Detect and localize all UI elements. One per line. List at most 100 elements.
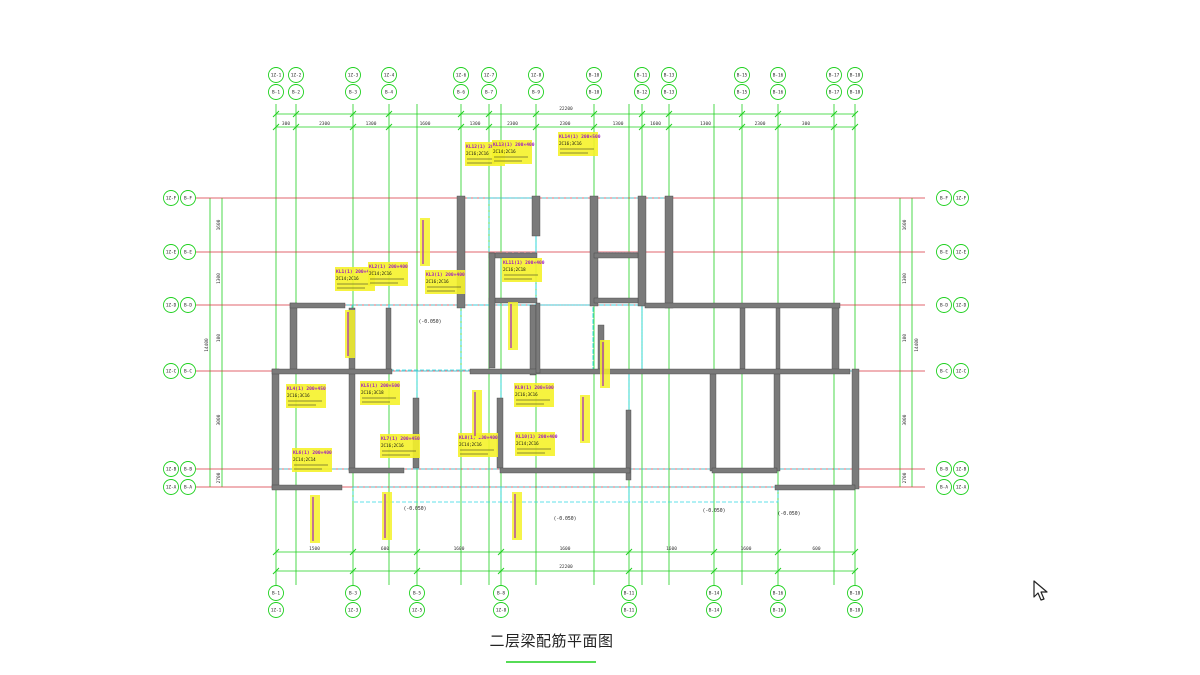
beam-tag-label: KL5(1) 200×500 (361, 383, 400, 389)
axis-bubble-label: B-4 (385, 90, 393, 96)
dimension-tick (851, 567, 859, 575)
axis-bubble-label: B-F (184, 196, 192, 202)
axis-bubble-label: B-16 (773, 591, 784, 597)
left-axis-bubble: 1Z-E (163, 244, 179, 260)
bottom-axis-bubble: B-11 (621, 585, 637, 601)
axis-bubble-circle (847, 84, 863, 100)
top-axis-bubble: B-10 (586, 84, 602, 100)
segment-dimension-left: 1300 (216, 273, 222, 284)
beam-tag-vertical (420, 218, 430, 266)
shear-wall-segment (664, 195, 674, 309)
dimension-tick (272, 123, 280, 131)
beam-outline (535, 304, 594, 371)
segment-dimension-top: 2300 (560, 121, 571, 127)
segment-dimension-right: 100 (902, 334, 908, 342)
axis-bubble-circle (268, 602, 284, 618)
beam-tag-background (360, 381, 400, 405)
shear-wall-segment (589, 195, 599, 307)
dimension-tick (385, 110, 393, 118)
segment-dimension-right: 1300 (902, 273, 908, 284)
beam-tag-rebar: 2C16;3C16 (515, 392, 538, 397)
left-axis-bubble: B-C (180, 363, 196, 379)
axis-bubble-label: B-10 (589, 73, 600, 79)
dimension-tick (830, 110, 838, 118)
beam-tag-rebar: 2C16;3C18 (361, 390, 384, 395)
beam-outline (628, 486, 779, 503)
top-axis-bubble: B-17 (826, 84, 842, 100)
axis-bubble-label: B-18 (850, 591, 861, 597)
axis-bubble-label: 1Z-8 (496, 608, 507, 614)
axis-bubble-circle (734, 84, 750, 100)
axis-bubble-circle (345, 84, 361, 100)
axis-bubble-circle (493, 585, 509, 601)
axis-bubble-circle (661, 67, 677, 83)
right-axis-bubble: 1Z-B (953, 461, 969, 477)
beam-tag-rebar: 2C16;2C18 (503, 267, 526, 272)
segment-dimension-right: 1600 (902, 219, 908, 230)
axis-bubble-label: B-15 (737, 73, 748, 79)
axis-bubble-circle (180, 363, 196, 379)
shear-wall-segment (593, 297, 639, 304)
segment-dimension-top: 1600 (650, 121, 661, 127)
top-axis-bubble: B-12 (634, 84, 650, 100)
beam-tag-background (558, 132, 598, 156)
axis-bubble-circle (634, 84, 650, 100)
top-axis-bubble: B-15 (734, 84, 750, 100)
shear-wall-segment (348, 370, 356, 472)
bottom-axis-bubble: B-16 (770, 585, 786, 601)
left-axis-bubble: B-E (180, 244, 196, 260)
beam-tag-vertical (600, 340, 610, 388)
elevation-mark: (-0.050) (777, 511, 800, 517)
left-axis-bubble: B-A (180, 479, 196, 495)
axis-bubble-circle (163, 297, 179, 313)
beam-tag-rebar: 2C14;2C16 (336, 276, 359, 281)
beam-tag-background (515, 432, 555, 456)
overall-height-left: 14400 (204, 338, 210, 352)
axis-bubble-circle (453, 84, 469, 100)
beam-outline (777, 304, 835, 371)
top-axis-bubble: B-18 (847, 67, 863, 83)
axis-bubble-label: B-11 (624, 591, 635, 597)
bottom-axis-bubble: B-18 (847, 602, 863, 618)
shear-wall-segment (831, 304, 840, 372)
bottom-axis-bubble: B-3 (345, 585, 361, 601)
axis-bubble-label: 1Z-3 (348, 73, 359, 79)
top-axis-bubble: B-17 (826, 67, 842, 83)
shear-wall-segment (774, 484, 856, 491)
right-axis-bubble: B-D (936, 297, 952, 313)
dimension-tick (485, 110, 493, 118)
beam-tag-vertical (345, 310, 355, 358)
axis-bubble-circle (180, 244, 196, 260)
dimension-tick (457, 110, 465, 118)
axis-bubble-circle (163, 461, 179, 477)
beam-outline (488, 197, 537, 254)
right-axis-bubble: 1Z-F (953, 190, 969, 206)
axis-bubble-circle (953, 461, 969, 477)
top-axis-bubble: 1Z-7 (481, 67, 497, 83)
dimension-tick (774, 123, 782, 131)
axis-bubble-circle (953, 190, 969, 206)
dimension-tick (349, 123, 357, 131)
beam-outline (535, 197, 595, 306)
axis-bubble-circle (528, 84, 544, 100)
axis-bubble-circle (409, 585, 425, 601)
beam-tag-label: KL2(1) 200×400 (369, 264, 408, 270)
beam-tag-rebar: 2C14;2C16 (516, 441, 539, 446)
axis-bubble-label: B-2 (292, 90, 300, 96)
bottom-axis-bubble: B-18 (847, 585, 863, 601)
beam-tag-label: KL13(1) 200×400 (493, 142, 535, 148)
axis-bubble-circle (180, 479, 196, 495)
elevation-mark: (-0.050) (418, 319, 441, 325)
top-axis-bubble: B-3 (345, 84, 361, 100)
dimension-tick (774, 548, 782, 556)
shear-wall-segment (535, 302, 541, 374)
axis-bubble-label: B-9 (532, 90, 540, 96)
dimension-tick (413, 548, 421, 556)
segment-dimension-top: 2300 (755, 121, 766, 127)
axis-bubble-label: 1Z-A (956, 485, 967, 491)
axis-bubble-label: 1Z-1 (271, 73, 282, 79)
